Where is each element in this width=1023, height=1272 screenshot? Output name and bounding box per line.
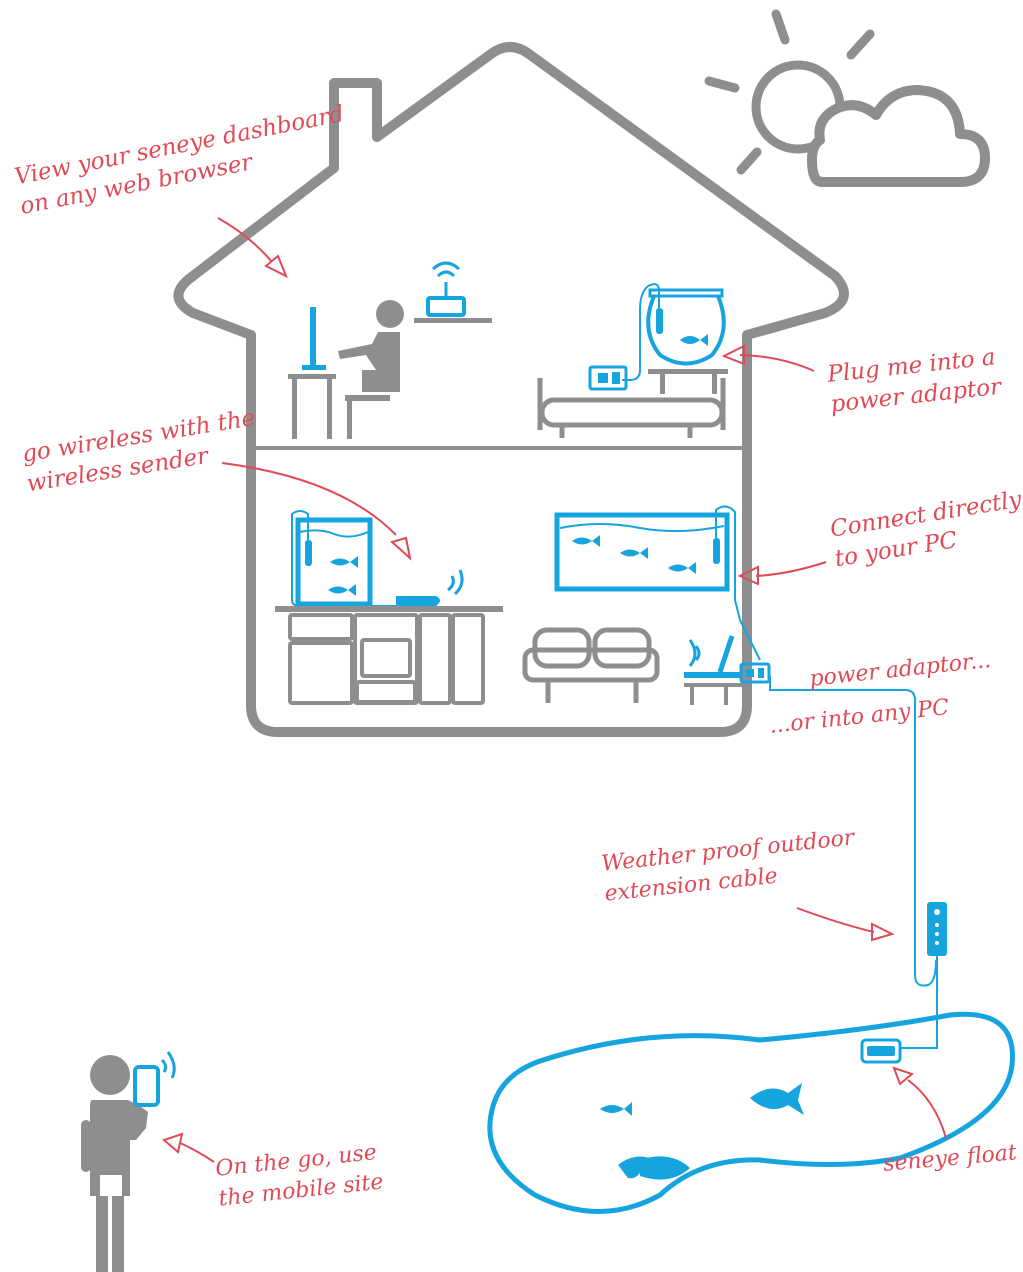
monitor-icon — [302, 307, 326, 370]
wireless-sender-icon — [396, 570, 462, 606]
arrow-extension — [797, 908, 874, 932]
seneye-float-icon — [862, 1040, 900, 1062]
float-cable-line — [900, 956, 937, 1048]
arrow-float — [908, 1080, 946, 1138]
sofa-icon — [525, 630, 657, 703]
arrowhead-mobile — [164, 1134, 182, 1152]
person-with-phone-icon — [81, 1052, 174, 1272]
extension-cable-icon — [927, 902, 947, 956]
arrow-connect — [756, 562, 826, 576]
arrowhead-extension — [872, 924, 892, 940]
fish-bowl-icon — [622, 284, 724, 380]
pond-icon — [490, 1014, 1013, 1211]
bed-icon — [540, 378, 723, 438]
wifi-router-icon — [414, 263, 492, 323]
kitchen-icon — [275, 606, 503, 703]
cloud-icon — [812, 90, 985, 182]
laptop-icon — [684, 636, 742, 705]
arrowhead-wireless — [392, 538, 410, 558]
fish-icon — [600, 1083, 804, 1180]
desk-scene — [288, 300, 404, 439]
arrow-mobile — [180, 1143, 214, 1162]
person-at-desk-icon — [338, 300, 404, 439]
nightstand — [648, 369, 728, 394]
power-socket-icon — [590, 367, 626, 389]
